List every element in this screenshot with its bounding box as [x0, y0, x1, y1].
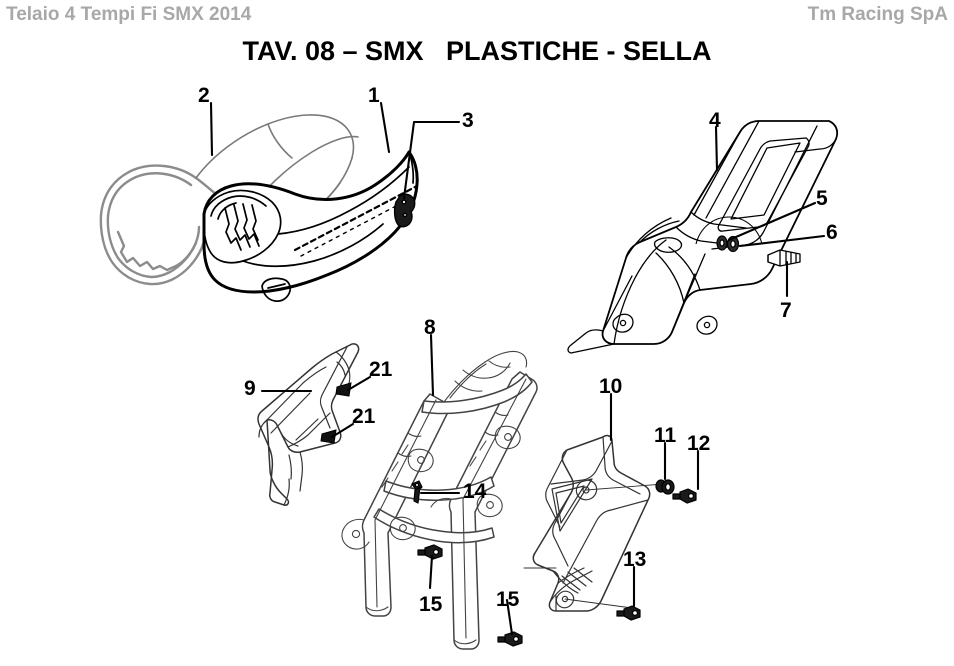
fender-mount-hole — [695, 216, 763, 245]
callout-label-7: 7 — [780, 299, 792, 322]
header-model-text: Telaio 4 Tempi Fi SMX 2014 — [6, 4, 252, 25]
part-seat-complete — [202, 150, 419, 294]
callout-label-8: 8 — [424, 316, 436, 339]
callout-label-15a: 15 — [419, 593, 443, 616]
part-right-side-panel — [532, 434, 651, 612]
callout-label-21a: 21 — [369, 358, 393, 381]
part-fender-washer — [716, 235, 728, 251]
callout-label-1: 1 — [368, 84, 380, 107]
part-side-panel-grommet — [655, 479, 675, 495]
callout-label-5: 5 — [816, 187, 828, 210]
callout-label-2: 2 — [198, 84, 210, 107]
leader-4 — [714, 125, 719, 172]
leader-21b — [330, 422, 355, 439]
callout-label-3: 3 — [462, 109, 474, 132]
page-title: TAV. 08 – SMX PLASTICHE - SELLA — [242, 36, 712, 66]
part-side-panel-clip-b — [320, 429, 337, 444]
part-left-side-panel-detail — [258, 346, 351, 506]
leader-lines — [209, 101, 826, 636]
leader-8 — [429, 333, 435, 397]
callout-label-10: 10 — [599, 375, 623, 398]
part-right-side-panel-detail — [523, 436, 665, 612]
leader-5 — [727, 201, 817, 242]
callout-label-11: 11 — [654, 424, 677, 447]
header-company-text: Tm Racing SpA — [807, 4, 948, 25]
part-seat-latch-bracket — [393, 193, 416, 228]
part-fender-bolt — [767, 249, 801, 267]
part-rear-subframe-detail — [341, 350, 528, 645]
leader-15a — [428, 554, 434, 590]
part-side-panel-screw — [672, 488, 697, 504]
part-side-panel-clip-a — [335, 382, 352, 397]
callout-label-13: 13 — [623, 548, 647, 571]
leader-6 — [738, 234, 826, 248]
callout-label-15b: 15 — [496, 588, 520, 611]
part-subframe-lower-bolt-b — [497, 631, 523, 647]
callout-label-14: 14 — [463, 480, 487, 503]
part-left-side-panel — [257, 343, 360, 506]
leader-21a — [346, 375, 372, 392]
callout-label-6: 6 — [826, 221, 838, 244]
leader-2 — [209, 101, 214, 157]
callout-label-9: 9 — [244, 377, 256, 400]
callout-label-21b: 21 — [352, 405, 376, 428]
leader-15b — [505, 598, 514, 636]
leader-3 — [402, 120, 461, 200]
part-subframe-lower-bolt-a — [417, 544, 443, 560]
part-seat-complete-detail — [202, 151, 419, 302]
callout-label-4: 4 — [709, 109, 721, 132]
part-subframe-bolt — [411, 480, 423, 504]
callout-label-12: 12 — [687, 432, 711, 455]
leader-1 — [379, 101, 391, 154]
part-side-panel-lower-screw — [616, 605, 641, 621]
